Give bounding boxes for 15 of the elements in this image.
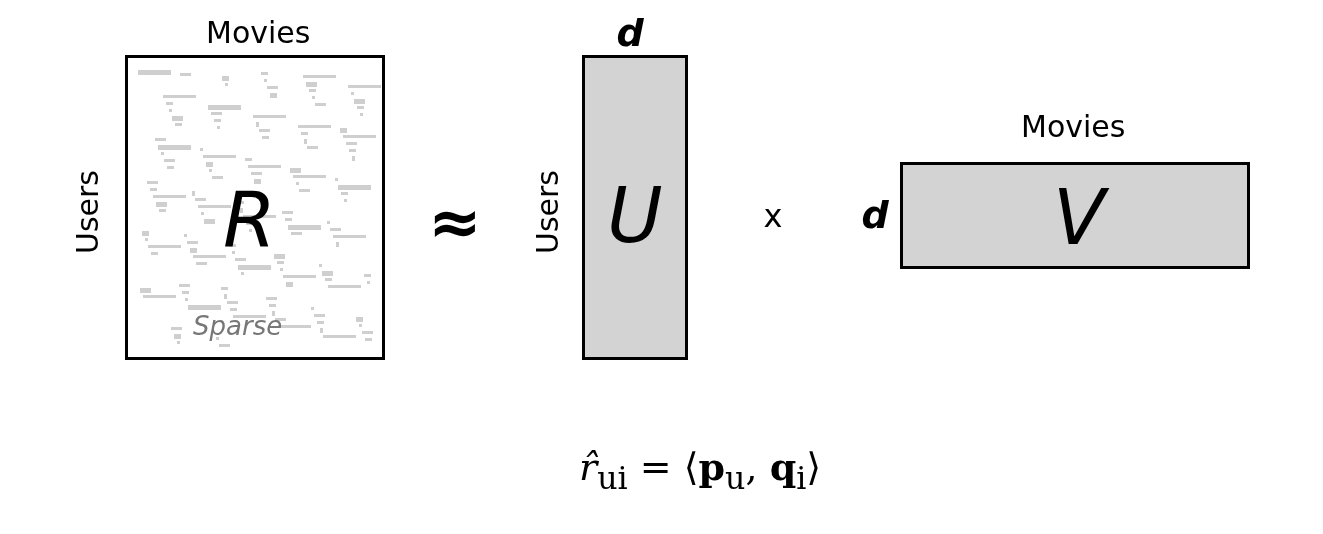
axis-label: Users — [73, 170, 103, 254]
matrix-symbol: U — [607, 178, 663, 254]
axis-label: Movies — [1021, 112, 1126, 142]
axis-label: Movies — [206, 18, 311, 48]
axis-label: Users — [533, 170, 563, 254]
multiply-sign: x — [763, 200, 783, 232]
matrix-box — [125, 55, 385, 360]
matrix-symbol: R — [223, 183, 276, 259]
dimension-label: d — [861, 196, 889, 234]
matrix-box — [900, 162, 1250, 269]
formula: r̂$_{ui}$ = ⟨p$_{u}$, q$_{i}$⟩ — [579, 448, 822, 495]
matrix-note: Sparse — [193, 313, 283, 339]
dimension-label: d — [616, 14, 644, 52]
matrix-box — [582, 55, 688, 360]
approx-sign: ≈ — [428, 190, 482, 254]
